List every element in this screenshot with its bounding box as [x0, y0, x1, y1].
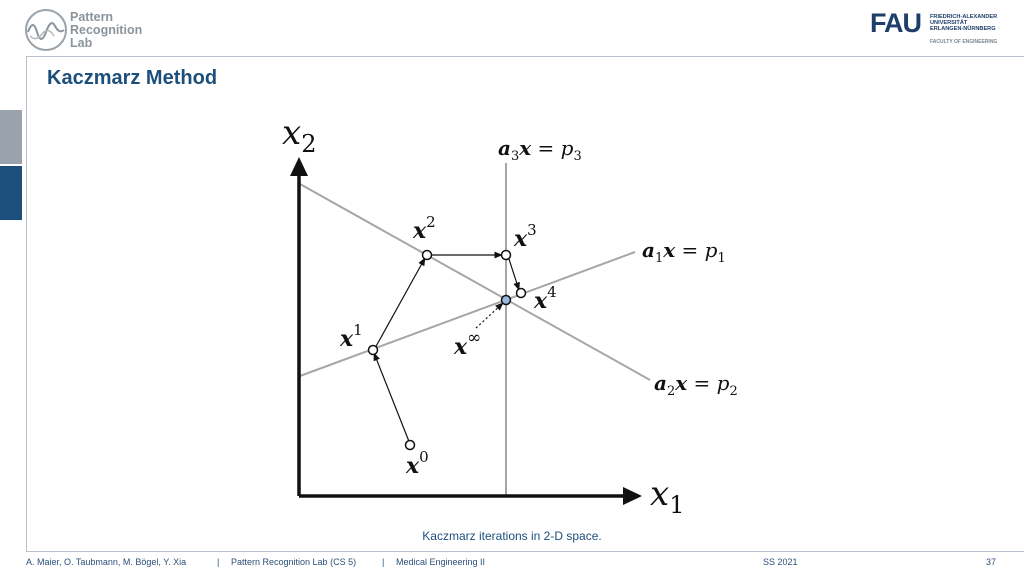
fau-line-2: UNIVERSITÄT	[930, 20, 968, 27]
line-a1x-p1	[299, 251, 636, 377]
fau-logo: FAU	[870, 8, 922, 36]
x2-axis-label: x2	[282, 113, 316, 158]
lab-name-line-3: Lab	[70, 36, 93, 50]
step-x0-x1	[373, 352, 411, 445]
step-x1-x2	[373, 257, 426, 351]
point-solution	[500, 294, 512, 306]
header-divider	[26, 56, 1024, 57]
label-x4: x4	[533, 283, 557, 314]
x1-axis-arrowhead	[623, 487, 642, 505]
x1-axis-label: x1	[650, 474, 684, 518]
footer-separator-2: |	[382, 557, 385, 567]
fau-line-1: FRIEDRICH-ALEXANDER	[930, 14, 998, 20]
footer-lab: Pattern Recognition Lab (CS 5)	[231, 557, 357, 567]
label-x0: x0	[405, 448, 429, 479]
fau-university-name: FRIEDRICH-ALEXANDER UNIVERSITÄT ERLANGEN…	[930, 14, 997, 33]
footer-page-number: 37	[986, 557, 997, 567]
point-x1	[367, 344, 379, 356]
point-x4	[515, 287, 527, 299]
convergence-dotted	[475, 302, 504, 329]
point-x3	[500, 249, 512, 261]
figure-caption: Kaczmarz iterations in 2-D space.	[422, 529, 602, 543]
point-x2	[421, 249, 433, 261]
line-a2x-p2	[299, 183, 651, 381]
label-x1: x1	[339, 321, 363, 352]
fau-faculty: FACULTY OF ENGINEERING	[930, 39, 998, 45]
step-x3-x4	[507, 255, 520, 291]
label-x2: x2	[412, 213, 436, 244]
label-a2x-p2: a2x = p2	[654, 371, 738, 399]
slide-title: Kaczmarz Method	[47, 67, 218, 89]
lab-name-line-2: Recognition	[70, 23, 143, 37]
point-x0	[404, 439, 416, 451]
pattern-recognition-lab-logo	[25, 9, 67, 51]
label-x3: x3	[513, 221, 537, 252]
label-x-infinity: x∞	[453, 328, 481, 360]
x2-axis-arrowhead	[290, 157, 308, 176]
footer-divider	[26, 551, 1024, 552]
lab-name-line-1: Pattern	[70, 10, 114, 24]
left-border	[26, 56, 27, 551]
lab-name: Pattern Recognition Lab	[70, 11, 142, 50]
footer-term: SS 2021	[763, 557, 798, 567]
fau-line-3: ERLANGEN-NÜRNBERG	[930, 26, 996, 33]
kaczmarz-diagram: x2 x1 a3x = p3 a1x = p1 a2x = p2 x0 x1 x…	[282, 113, 738, 518]
fau-mark: FAU	[870, 8, 921, 36]
label-a3x-p3: a3x = p3	[498, 136, 582, 164]
footer-separator-1: |	[217, 557, 220, 567]
label-a1x-p1: a1x = p1	[642, 238, 726, 266]
side-tab-previous[interactable]	[0, 110, 22, 164]
footer-course: Medical Engineering II	[396, 557, 486, 567]
side-tab-current[interactable]	[0, 166, 22, 220]
footer-authors: A. Maier, O. Taubmann, M. Bögel, Y. Xia	[26, 557, 187, 567]
